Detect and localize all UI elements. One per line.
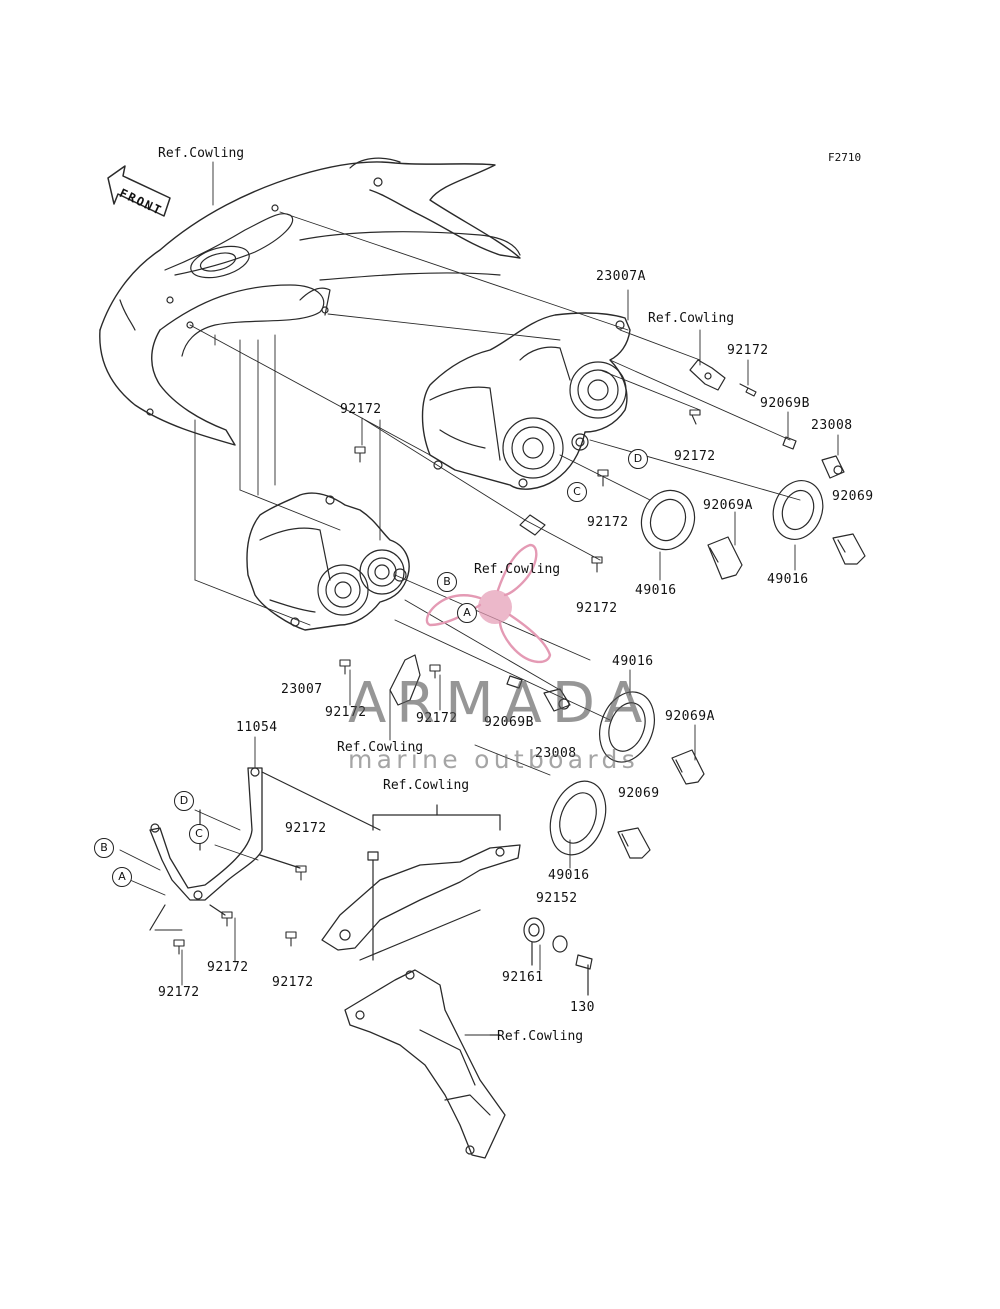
- ref-cowling-label-4: Ref.Cowling: [337, 740, 424, 755]
- part-label-92172: 92172: [285, 821, 327, 836]
- ref-circle-b: B: [437, 572, 457, 592]
- bracket-stay-11054: [149, 767, 381, 931]
- part-label-92172: 92172: [727, 343, 769, 358]
- ref-circle-b: B: [94, 838, 114, 858]
- part-label-49016: 49016: [548, 868, 590, 883]
- headlight-assembly-right: [421, 312, 631, 490]
- ref-circle-a: A: [457, 603, 477, 623]
- ref-cowling-label-2: Ref.Cowling: [648, 311, 735, 326]
- part-label-49016: 49016: [612, 654, 654, 669]
- lower-cowling-bracket: [344, 969, 506, 1159]
- bracket-middle: [389, 514, 546, 706]
- part-label-92069B: 92069B: [760, 396, 810, 411]
- figure-code: F2710: [828, 151, 862, 164]
- propeller-logo-icon: [425, 543, 552, 664]
- part-label-92172: 92172: [340, 402, 382, 417]
- bulb-sockets: [543, 455, 845, 712]
- watermark-brand: ARMADA: [348, 671, 653, 736]
- watermark-tagline: marine outboards: [348, 745, 640, 774]
- ref-circle-d: D: [174, 791, 194, 811]
- part-label-23008: 23008: [811, 418, 853, 433]
- part-label-92069: 92069: [832, 489, 874, 504]
- ref-cowling-label-1: Ref.Cowling: [158, 146, 245, 161]
- ref-cowling-label-5: Ref.Cowling: [383, 778, 470, 793]
- part-label-92172: 92172: [207, 960, 249, 975]
- part-label-92069A: 92069A: [703, 498, 753, 513]
- part-label-92172: 92172: [416, 711, 458, 726]
- part-label-92161: 92161: [502, 970, 544, 985]
- part-label-92172: 92172: [325, 705, 367, 720]
- part-label-130: 130: [570, 1000, 595, 1015]
- part-label-92172: 92172: [674, 449, 716, 464]
- part-label-49016: 49016: [635, 583, 677, 598]
- ref-circle-d: D: [628, 449, 648, 469]
- front-arrow-icon: [107, 165, 171, 217]
- part-label-92069A: 92069A: [665, 709, 715, 724]
- part-label-92069: 92069: [618, 786, 660, 801]
- part-label-23007A: 23007A: [596, 269, 646, 284]
- collar-washer-bolt: [523, 917, 593, 996]
- part-label-92172: 92172: [576, 601, 618, 616]
- part-label-92172: 92172: [587, 515, 629, 530]
- ref-circle-c: C: [567, 482, 587, 502]
- dust-covers: [549, 480, 824, 856]
- ref-circle-a: A: [112, 867, 132, 887]
- part-label-92172: 92172: [158, 985, 200, 1000]
- ref-cowling-label-3: Ref.Cowling: [474, 562, 561, 577]
- part-label-23008: 23008: [535, 746, 577, 761]
- part-label-92069B: 92069B: [484, 715, 534, 730]
- headlight-bulbs: [617, 533, 866, 859]
- part-label-49016: 49016: [767, 572, 809, 587]
- headlight-assembly-left: [246, 492, 410, 631]
- part-label-92172: 92172: [272, 975, 314, 990]
- part-label-92152: 92152: [536, 891, 578, 906]
- ref-cowling-label-6: Ref.Cowling: [497, 1029, 584, 1044]
- leader-lines-upper: [189, 211, 801, 776]
- part-label-23007: 23007: [281, 682, 323, 697]
- mounting-stay: [321, 804, 521, 961]
- label-leaders: [119, 161, 839, 1036]
- part-label-11054: 11054: [236, 720, 278, 735]
- ref-circle-c: C: [189, 824, 209, 844]
- screws: [173, 383, 757, 955]
- position-bulbs: [506, 436, 797, 689]
- bracket-upper-right: [689, 359, 726, 391]
